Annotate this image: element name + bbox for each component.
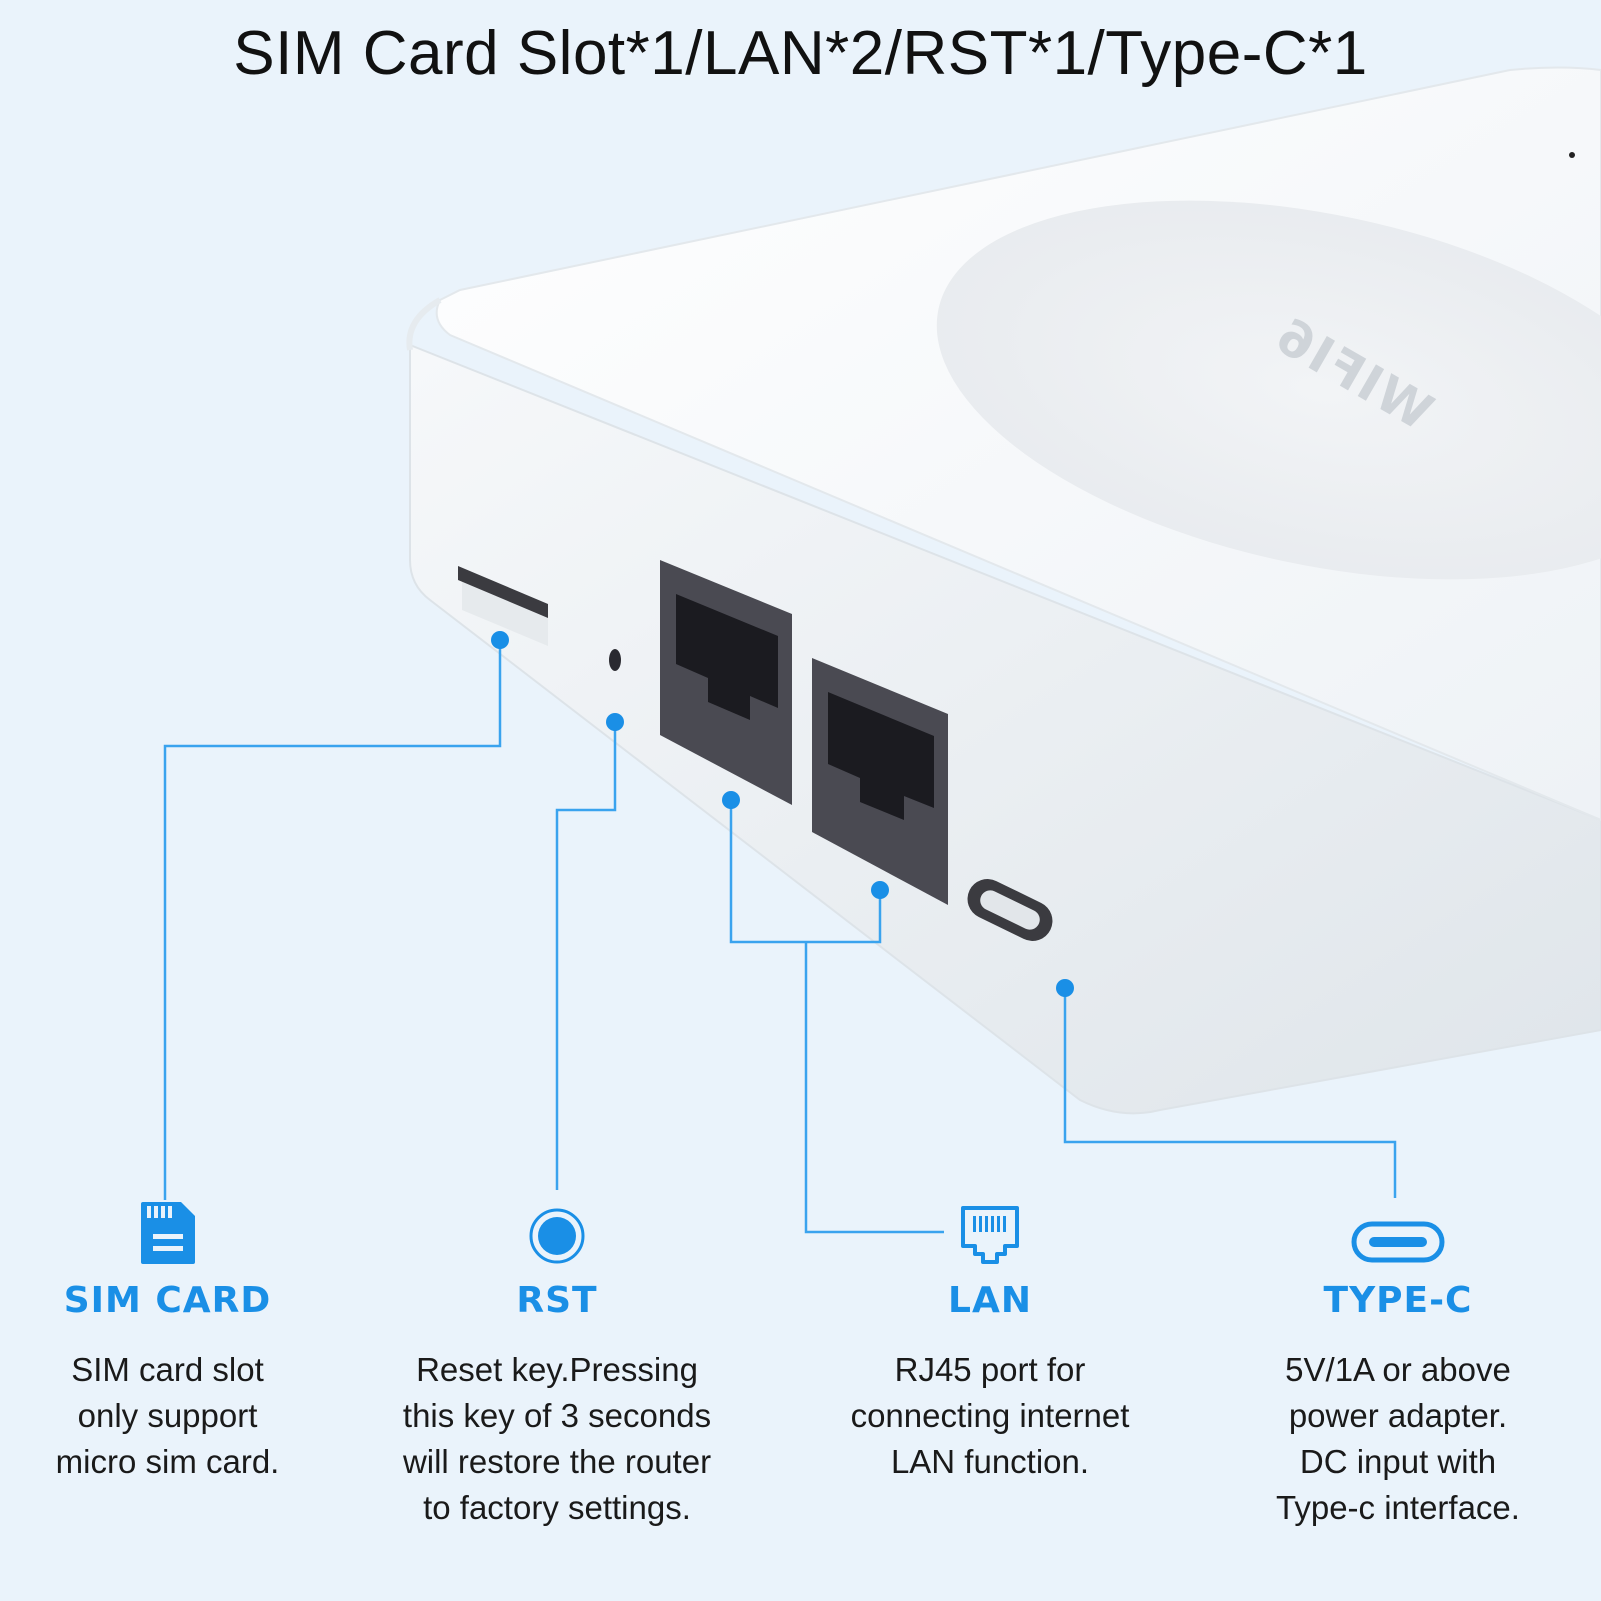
feature-sim-card: SIM CARD SIM card slot only support micr… <box>0 1196 335 1485</box>
feature-type-c: TYPE-C 5V/1A or above power adapter. DC … <box>1228 1196 1568 1531</box>
lan-port-2 <box>812 658 948 905</box>
usb-type-c-icon <box>1351 1221 1445 1263</box>
ethernet-port-icon <box>961 1206 1019 1264</box>
feature-lan: LAN RJ45 port for connecting internet LA… <box>815 1196 1165 1485</box>
callout-lan <box>729 800 882 944</box>
callout-rst <box>555 722 617 1190</box>
sim-card-icon <box>140 1202 195 1264</box>
feature-title: LAN <box>948 1280 1032 1321</box>
router-top-disc <box>936 200 1601 580</box>
headline: SIM Card Slot*1/LAN*2/RST*1/Type-C*1 <box>233 19 1368 88</box>
lan-port-1 <box>660 560 792 805</box>
feature-description: Reset key.Pressing this key of 3 seconds… <box>402 1351 712 1526</box>
feature-description: 5V/1A or above power adapter. DC input w… <box>1276 1351 1520 1526</box>
feature-description: SIM card slot only support micro sim car… <box>55 1351 280 1480</box>
reset-button-icon <box>529 1208 585 1264</box>
callout-sim <box>163 640 502 1200</box>
reset-hole <box>609 649 621 671</box>
router-front-face <box>409 343 1601 1115</box>
feature-title: RST <box>516 1280 598 1321</box>
feature-title: SIM CARD <box>63 1280 272 1321</box>
feature-description: RJ45 port for connecting internet LAN fu… <box>850 1351 1130 1480</box>
feature-title: TYPE-C <box>1323 1280 1473 1321</box>
callout-typec <box>1063 988 1397 1198</box>
feature-rst: RST Reset key.Pressing this key of 3 sec… <box>377 1196 737 1531</box>
type-c-port <box>967 879 1053 941</box>
